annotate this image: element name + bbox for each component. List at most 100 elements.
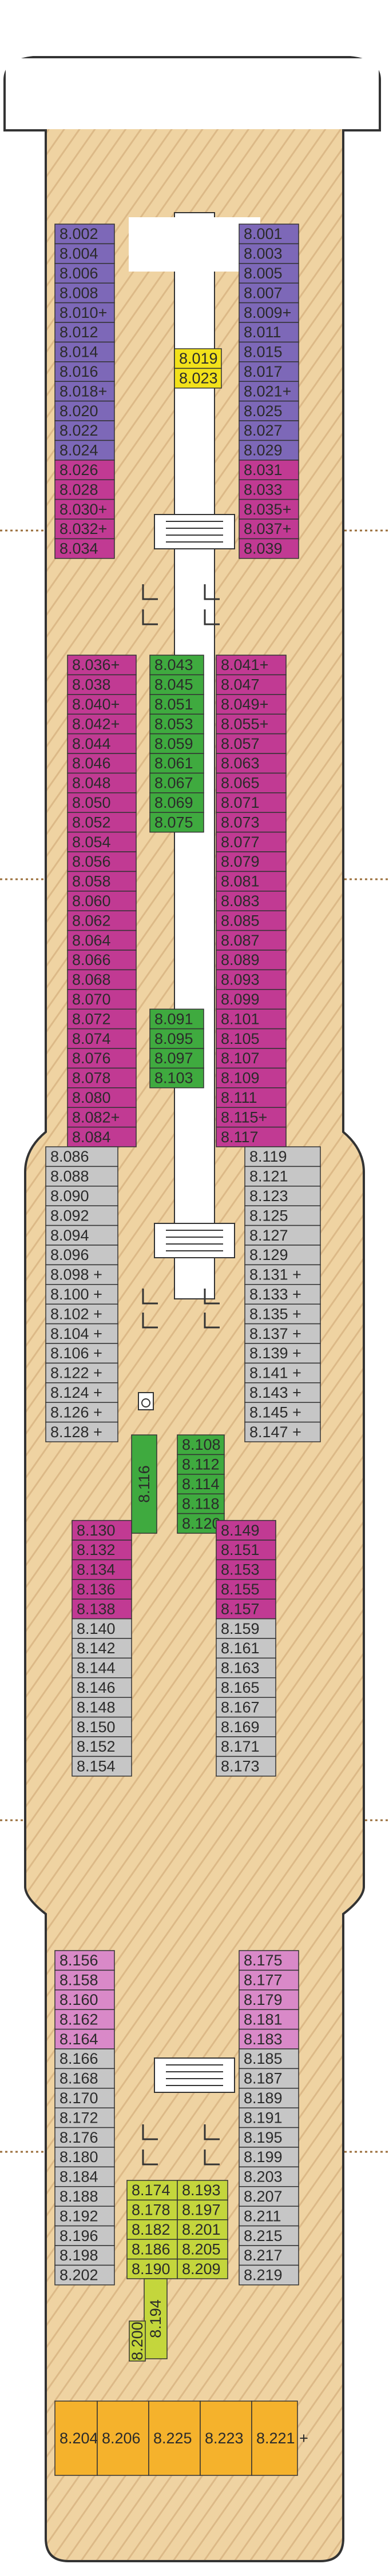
cabin-8-064[interactable]: 8.064 (67, 930, 137, 951)
cabin-8-062[interactable]: 8.062 (67, 910, 137, 931)
cabin-8-052[interactable]: 8.052 (67, 812, 137, 833)
cabin-8-175[interactable]: 8.175 (239, 1950, 299, 1971)
cabin-8-090[interactable]: 8.090 (45, 1186, 118, 1206)
cabin-8-156[interactable]: 8.156 (54, 1950, 115, 1971)
cabin-8-146[interactable]: 8.146 (72, 1677, 132, 1698)
cabin-8-018[interactable]: 8.018+ (54, 381, 115, 402)
cabin-8-107[interactable]: 8.107 (216, 1048, 287, 1069)
cabin-8-132[interactable]: 8.132 (72, 1540, 132, 1561)
cabin-8-197[interactable]: 8.197 (177, 2199, 228, 2220)
cabin-8-089[interactable]: 8.089 (216, 950, 287, 971)
cabin-8-207[interactable]: 8.207 (239, 2186, 299, 2207)
cabin-8-130[interactable]: 8.130 (72, 1520, 132, 1541)
cabin-8-022[interactable]: 8.022 (54, 420, 115, 441)
cabin-8-085[interactable]: 8.085 (216, 910, 287, 931)
cabin-8-144[interactable]: 8.144 (72, 1657, 132, 1678)
cabin-8-094[interactable]: 8.094 (45, 1225, 118, 1246)
cabin-8-112[interactable]: 8.112 (177, 1454, 225, 1475)
cabin-8-180[interactable]: 8.180 (54, 2147, 115, 2168)
cabin-8-050[interactable]: 8.050 (67, 792, 137, 813)
cabin-8-087[interactable]: 8.087 (216, 930, 287, 951)
cabin-8-060[interactable]: 8.060 (67, 891, 137, 911)
cabin-8-001[interactable]: 8.001 (239, 224, 299, 245)
cabin-8-077[interactable]: 8.077 (216, 831, 287, 852)
cabin-8-194[interactable]: 8.194 (144, 2278, 168, 2359)
cabin-8-012[interactable]: 8.012 (54, 322, 115, 343)
cabin-8-123[interactable]: 8.123 (244, 1186, 321, 1206)
cabin-8-215[interactable]: 8.215 (239, 2225, 299, 2246)
cabin-8-002[interactable]: 8.002 (54, 224, 115, 245)
cabin-8-036[interactable]: 8.036+ (67, 655, 137, 676)
cabin-8-061[interactable]: 8.061 (149, 753, 204, 774)
cabin-8-118[interactable]: 8.118 (177, 1493, 225, 1514)
cabin-8-160[interactable]: 8.160 (54, 1989, 115, 2010)
cabin-8-183[interactable]: 8.183 (239, 2028, 299, 2049)
cabin-8-116[interactable]: 8.116 (131, 1434, 157, 1534)
cabin-8-048[interactable]: 8.048 (67, 772, 137, 793)
cabin-8-098[interactable]: 8.098 + (45, 1264, 118, 1285)
cabin-8-135[interactable]: 8.135 + (244, 1303, 321, 1325)
cabin-8-185[interactable]: 8.185 (239, 2048, 299, 2069)
cabin-8-115[interactable]: 8.115+ (216, 1107, 287, 1128)
cabin-8-217[interactable]: 8.217 (239, 2245, 299, 2266)
cabin-8-081[interactable]: 8.081 (216, 871, 287, 892)
cabin-8-063[interactable]: 8.063 (216, 753, 287, 774)
cabin-8-147[interactable]: 8.147 + (244, 1421, 321, 1442)
cabin-8-023[interactable]: 8.023 (174, 368, 222, 389)
cabin-8-091[interactable]: 8.091 (149, 1008, 204, 1030)
cabin-8-068[interactable]: 8.068 (67, 969, 137, 990)
cabin-8-075[interactable]: 8.075 (149, 812, 204, 833)
cabin-8-191[interactable]: 8.191 (239, 2107, 299, 2128)
cabin-8-035[interactable]: 8.035+ (239, 499, 299, 520)
cabin-8-014[interactable]: 8.014 (54, 341, 115, 362)
cabin-8-088[interactable]: 8.088 (45, 1166, 118, 1187)
cabin-8-049[interactable]: 8.049+ (216, 694, 287, 715)
cabin-8-200[interactable]: 8.200 (129, 2320, 146, 2362)
cabin-8-141[interactable]: 8.141 + (244, 1362, 321, 1383)
cabin-8-202[interactable]: 8.202 (54, 2264, 115, 2286)
cabin-8-031[interactable]: 8.031 (239, 460, 299, 480)
cabin-8-020[interactable]: 8.020 (54, 400, 115, 421)
cabin-8-028[interactable]: 8.028 (54, 479, 115, 500)
cabin-8-157[interactable]: 8.157 (216, 1598, 276, 1620)
cabin-8-154[interactable]: 8.154 (72, 1756, 132, 1777)
cabin-8-024[interactable]: 8.024 (54, 440, 115, 461)
cabin-8-211[interactable]: 8.211 (239, 2206, 299, 2227)
cabin-8-159[interactable]: 8.159 (216, 1618, 276, 1639)
cabin-8-026[interactable]: 8.026 (54, 460, 115, 480)
cabin-8-059[interactable]: 8.059 (149, 733, 204, 754)
cabin-8-071[interactable]: 8.071 (216, 792, 287, 813)
cabin-8-044[interactable]: 8.044 (67, 733, 137, 754)
cabin-8-058[interactable]: 8.058 (67, 871, 137, 892)
cabin-8-171[interactable]: 8.171 (216, 1736, 276, 1757)
cabin-8-076[interactable]: 8.076 (67, 1048, 137, 1069)
cabin-8-019[interactable]: 8.019 (174, 348, 222, 369)
cabin-8-096[interactable]: 8.096 (45, 1245, 118, 1266)
cabin-8-017[interactable]: 8.017 (239, 361, 299, 382)
cabin-8-161[interactable]: 8.161 (216, 1638, 276, 1659)
cabin-8-005[interactable]: 8.005 (239, 263, 299, 284)
cabin-8-151[interactable]: 8.151 (216, 1540, 276, 1561)
cabin-8-158[interactable]: 8.158 (54, 1969, 115, 1991)
cabin-8-206[interactable]: 8.206 (97, 2400, 149, 2476)
cabin-8-078[interactable]: 8.078 (67, 1067, 137, 1088)
cabin-8-199[interactable]: 8.199 (239, 2147, 299, 2168)
cabin-8-193[interactable]: 8.193 (177, 2180, 228, 2201)
cabin-8-186[interactable]: 8.186 (126, 2239, 178, 2260)
cabin-8-003[interactable]: 8.003 (239, 243, 299, 264)
cabin-8-187[interactable]: 8.187 (239, 2068, 299, 2089)
cabin-8-056[interactable]: 8.056 (67, 851, 137, 872)
cabin-8-173[interactable]: 8.173 (216, 1756, 276, 1777)
cabin-8-166[interactable]: 8.166 (54, 2048, 115, 2069)
cabin-8-021[interactable]: 8.021+ (239, 381, 299, 402)
cabin-8-164[interactable]: 8.164 (54, 2028, 115, 2049)
cabin-8-152[interactable]: 8.152 (72, 1736, 132, 1757)
cabin-8-125[interactable]: 8.125 (244, 1205, 321, 1226)
cabin-8-182[interactable]: 8.182 (126, 2219, 178, 2240)
cabin-8-153[interactable]: 8.153 (216, 1559, 276, 1580)
cabin-8-097[interactable]: 8.097 (149, 1048, 204, 1069)
cabin-8-040[interactable]: 8.040+ (67, 694, 137, 715)
cabin-8-072[interactable]: 8.072 (67, 1008, 137, 1030)
cabin-8-008[interactable]: 8.008 (54, 282, 115, 304)
cabin-8-133[interactable]: 8.133 + (244, 1284, 321, 1305)
